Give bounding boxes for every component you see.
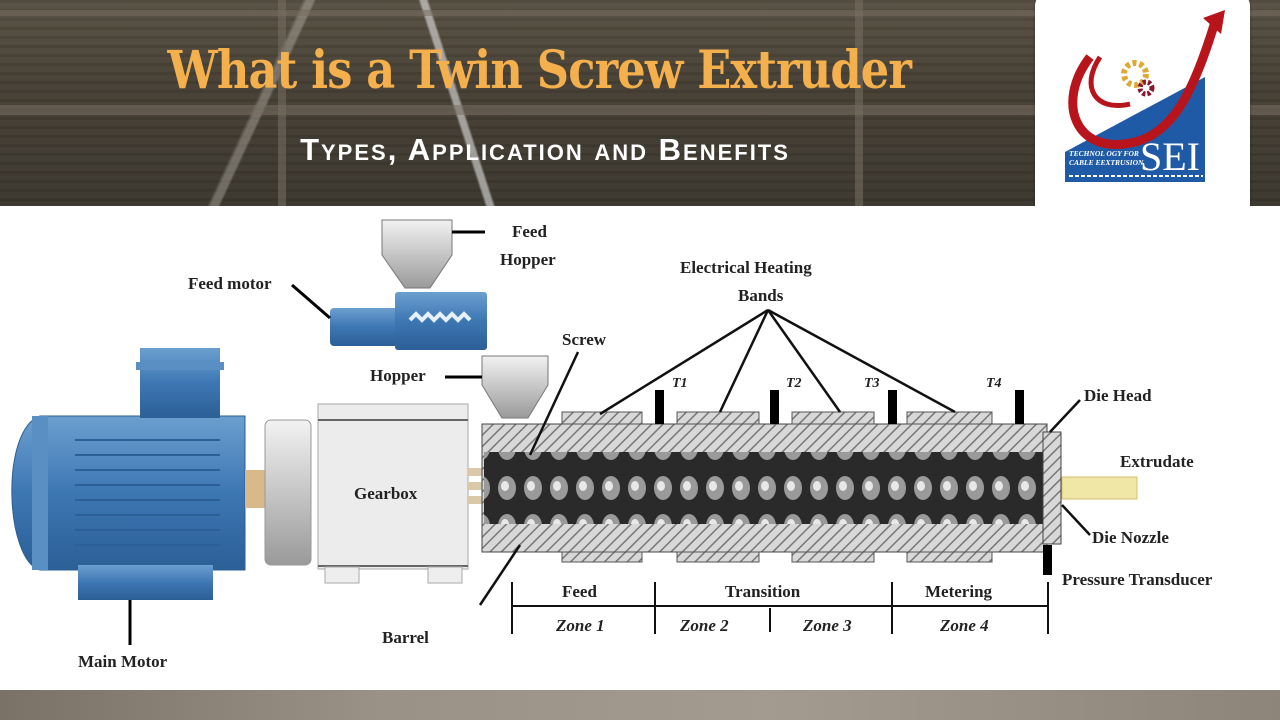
- logo-brand: SEI: [1140, 134, 1200, 179]
- label-die-head: Die Head: [1084, 386, 1152, 405]
- label-pressure-transducer: Pressure Transducer: [1062, 570, 1213, 589]
- label-section-feed: Feed: [562, 582, 597, 601]
- label-heating-2: Bands: [738, 286, 784, 305]
- page-title: What is a Twin Screw Extruder: [167, 40, 912, 101]
- thermocouple-t3: [888, 390, 897, 424]
- label-gearbox: Gearbox: [354, 484, 418, 503]
- thermocouple-t2: [770, 390, 779, 424]
- label-barrel: Barrel: [382, 628, 429, 647]
- label-section-transition: Transition: [725, 582, 801, 601]
- label-screw: Screw: [562, 330, 607, 349]
- ceiling-beam: [0, 10, 1280, 16]
- gear-icon: [1121, 60, 1149, 88]
- label-section-metering: Metering: [925, 582, 993, 601]
- label-feed-hopper-1: Feed: [512, 222, 547, 241]
- sei-logo: SEI TECHNOL OGY FOR CABLE EEXTRUSION: [1035, 0, 1250, 222]
- die-head: [1042, 431, 1062, 545]
- gearbox: [317, 403, 488, 584]
- label-hopper: Hopper: [370, 366, 426, 385]
- thermocouple-t4: [1015, 390, 1024, 424]
- label-main-motor: Main Motor: [78, 652, 168, 671]
- feeder-unit: [291, 219, 487, 350]
- barrel: [481, 390, 1138, 575]
- twin-screw: [484, 452, 1046, 524]
- hopper: [445, 355, 549, 419]
- label-zone-1: Zone 1: [556, 616, 605, 635]
- floor-strip: [0, 690, 1280, 720]
- label-zone-4: Zone 4: [940, 616, 989, 635]
- label-t2: T2: [786, 376, 802, 391]
- pressure-transducer: [1043, 545, 1052, 575]
- label-die-nozzle: Die Nozzle: [1092, 528, 1169, 547]
- extruder-diagram: Feed Hopper Feed motor Electrical Heatin…: [0, 206, 1280, 690]
- label-zone-3: Zone 3: [803, 616, 852, 635]
- label-feed-motor: Feed motor: [188, 274, 272, 293]
- label-zone-2: Zone 2: [680, 616, 729, 635]
- label-extrudate: Extrudate: [1120, 452, 1194, 471]
- thermocouple-t1: [655, 390, 664, 424]
- svg-text:CABLE EEXTRUSION: CABLE EEXTRUSION: [1069, 158, 1144, 167]
- extrudate: [1061, 476, 1138, 500]
- arrow-up-icon: [1203, 10, 1225, 34]
- label-heating-1: Electrical Heating: [680, 258, 812, 277]
- coupling: [264, 419, 312, 566]
- page-subtitle: Types, Application and Benefits: [300, 132, 790, 167]
- ceiling-beam: [0, 105, 1280, 115]
- zone-scale: [511, 582, 1049, 634]
- logo-swoosh: [1068, 20, 1220, 149]
- label-t1: T1: [672, 376, 688, 391]
- label-t4: T4: [986, 376, 1002, 391]
- logo-blue-block: [1065, 77, 1205, 182]
- main-motor: [11, 348, 270, 645]
- label-t3: T3: [864, 376, 880, 391]
- label-feed-hopper-2: Hopper: [500, 250, 556, 269]
- svg-text:TECHNOL OGY FOR: TECHNOL OGY FOR: [1069, 149, 1139, 158]
- ceiling-column: [278, 0, 286, 206]
- ceiling-column: [855, 0, 863, 206]
